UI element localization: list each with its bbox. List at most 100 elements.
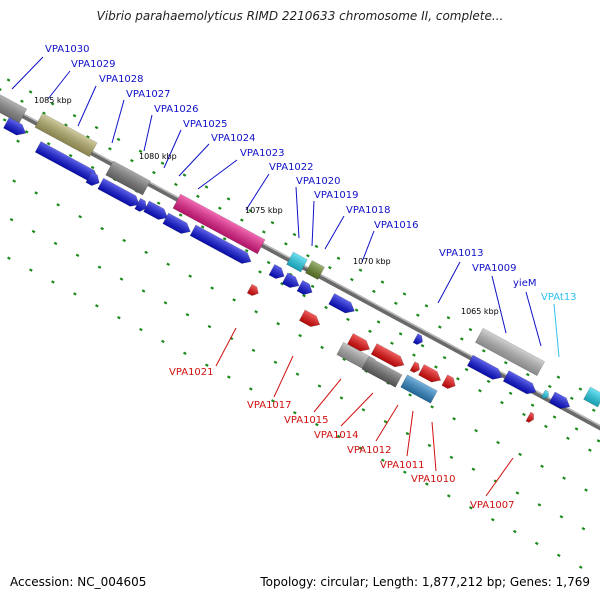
genome-summary-text: Topology: circular; Length: 1,877,212 bp… xyxy=(260,575,590,589)
gene-feature[interactable] xyxy=(298,309,322,330)
leader-line xyxy=(245,173,270,211)
gene-feature[interactable] xyxy=(162,212,193,237)
leader-line xyxy=(340,392,374,427)
gene-feature[interactable] xyxy=(412,333,425,347)
gene-feature[interactable] xyxy=(418,364,443,385)
gene-label[interactable]: VPA1012 xyxy=(347,445,392,456)
scale-labels: 1085 kbp 1080 kbp 1075 kbp 1070 kbp 1065… xyxy=(34,96,499,316)
gene-label[interactable]: VPA1013 xyxy=(439,248,484,259)
leader-line xyxy=(143,114,153,152)
gene-shading xyxy=(143,201,168,220)
gene-feature[interactable] xyxy=(105,160,151,196)
scale-label: 1075 kbp xyxy=(245,206,283,215)
gene-label[interactable]: VPAt13 xyxy=(541,292,577,303)
gene-feature[interactable] xyxy=(85,171,102,188)
gene-label[interactable]: VPA1020 xyxy=(296,176,341,187)
gene-label[interactable]: VPA1028 xyxy=(99,74,144,85)
gene-label[interactable]: VPA1024 xyxy=(211,133,256,144)
gene-shading xyxy=(286,252,308,272)
gene-label[interactable]: VPA1018 xyxy=(346,205,391,216)
gene-shading xyxy=(418,364,441,383)
gene-shading xyxy=(282,272,300,288)
leader-line xyxy=(375,404,399,442)
gene-feature[interactable] xyxy=(400,374,438,404)
leader-line xyxy=(273,355,294,398)
leader-line xyxy=(525,291,542,347)
gene-feature[interactable] xyxy=(441,374,458,391)
gene-feature[interactable] xyxy=(268,263,287,281)
gene-label[interactable]: VPA1007 xyxy=(470,500,515,511)
gene-label[interactable]: VPA1029 xyxy=(71,59,116,70)
gene-label[interactable]: yieM xyxy=(513,278,536,289)
leader-line xyxy=(431,421,437,472)
accession-text: Accession: NC_004605 xyxy=(10,575,147,589)
gene-feature[interactable] xyxy=(347,333,372,354)
gene-label[interactable]: VPA1030 xyxy=(45,44,90,55)
gene-shading xyxy=(190,225,252,264)
gene-label[interactable]: VPA1009 xyxy=(472,263,517,274)
gene-feature[interactable] xyxy=(328,293,358,317)
gene-feature[interactable] xyxy=(361,356,403,388)
gene-feature[interactable] xyxy=(305,260,325,280)
gene-feature[interactable] xyxy=(583,386,600,408)
gene-feature[interactable] xyxy=(370,343,407,371)
leader-line xyxy=(313,378,342,413)
scale-label: 1070 kbp xyxy=(353,257,391,266)
gene-label[interactable]: VPA1022 xyxy=(269,162,314,173)
gene-feature[interactable] xyxy=(502,370,539,398)
gene-shading xyxy=(475,328,545,376)
gene-shading xyxy=(525,412,534,423)
gene-label[interactable]: VPA1011 xyxy=(380,460,425,471)
gene-shading xyxy=(162,213,191,234)
leader-line xyxy=(47,70,71,100)
tick-mark-row xyxy=(0,88,600,415)
gene-shading xyxy=(361,356,403,388)
leader-line xyxy=(553,303,560,358)
gene-label[interactable]: VPA1023 xyxy=(240,148,285,159)
gene-feature[interactable] xyxy=(97,177,142,209)
leader-line xyxy=(311,200,315,247)
gene-label[interactable]: VPA1021 xyxy=(169,367,214,378)
gene-feature[interactable] xyxy=(172,193,266,255)
gene-shading xyxy=(105,160,151,196)
gene-label[interactable]: VPA1017 xyxy=(247,400,292,411)
label-leaders xyxy=(11,56,560,497)
gene-feature[interactable] xyxy=(246,283,261,298)
gene-feature[interactable] xyxy=(134,197,150,213)
gene-feature[interactable] xyxy=(525,411,536,424)
gene-label[interactable]: VPA1014 xyxy=(314,430,359,441)
gene-feature[interactable] xyxy=(296,279,315,297)
gene-labels: VPA1030 VPA1029 VPA1028 VPA1027 VPA1026 … xyxy=(45,44,577,511)
gene-feature[interactable] xyxy=(34,112,98,158)
gene-label[interactable]: VPA1026 xyxy=(154,104,199,115)
gene-shading xyxy=(299,309,320,327)
gene-label[interactable]: VPA1015 xyxy=(284,415,329,426)
gene-feature[interactable] xyxy=(143,200,171,223)
gene-shading xyxy=(441,374,456,389)
gene-feature[interactable] xyxy=(466,354,504,383)
gene-feature[interactable] xyxy=(474,327,546,377)
gene-feature[interactable] xyxy=(281,272,302,291)
gene-feature[interactable] xyxy=(286,251,308,273)
gene-label[interactable]: VPA1025 xyxy=(183,119,228,130)
gene-feature[interactable] xyxy=(541,389,550,400)
gene-label[interactable]: VPA1016 xyxy=(374,220,419,231)
gene-shading xyxy=(247,284,259,296)
leader-line xyxy=(437,261,461,304)
leader-line xyxy=(295,186,300,239)
gene-shading xyxy=(467,355,502,380)
gene-label[interactable]: VPA1010 xyxy=(411,474,456,485)
gene-shading xyxy=(134,198,147,212)
gene-shading xyxy=(34,113,98,157)
gene-label[interactable]: VPA1027 xyxy=(126,89,171,100)
gene-feature[interactable] xyxy=(548,391,572,412)
gene-feature[interactable] xyxy=(409,361,422,375)
leader-line xyxy=(163,129,182,169)
gene-shading xyxy=(97,178,140,207)
gene-feature[interactable] xyxy=(189,224,254,267)
gene-feature[interactable] xyxy=(3,117,28,138)
leader-line xyxy=(111,99,125,144)
gene-features xyxy=(0,92,600,424)
gene-label[interactable]: VPA1019 xyxy=(314,190,359,201)
